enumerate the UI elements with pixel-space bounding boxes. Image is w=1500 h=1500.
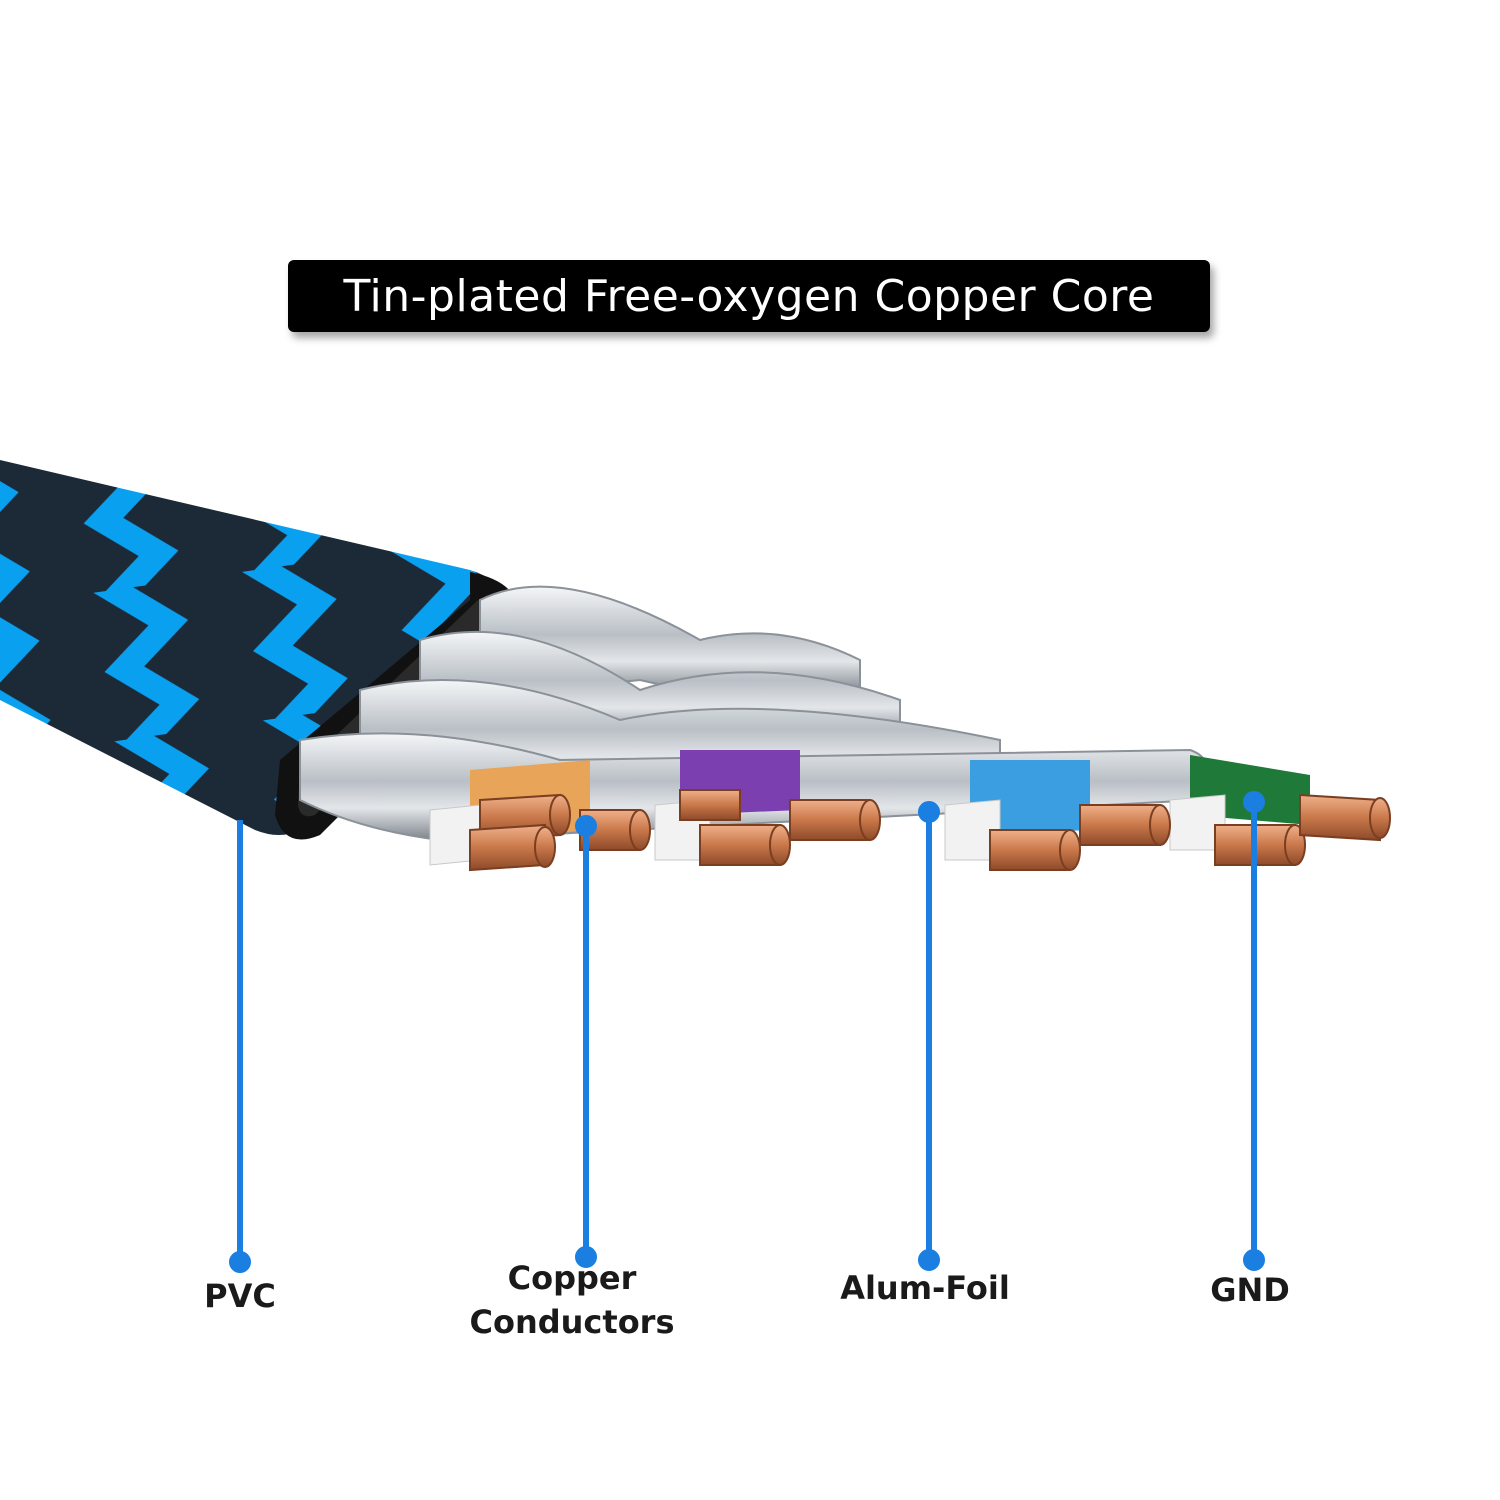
callout-dot-foil-top	[918, 801, 940, 823]
callout-dot-gnd	[1243, 1249, 1265, 1271]
copper-ends	[469, 789, 1391, 872]
conductor-wires	[429, 750, 1310, 866]
callout-label-gnd: GND	[1210, 1271, 1290, 1309]
title-text: Tin-plated Free-oxygen Copper Core	[343, 270, 1155, 322]
callout-dot-pvc	[229, 1251, 251, 1273]
callout-dot-foil	[918, 1249, 940, 1271]
callout-label-foil: Alum-Foil	[840, 1269, 1010, 1307]
callout-dot-copper-top	[575, 815, 597, 837]
callout-label-pvc: PVC	[204, 1277, 276, 1315]
callout-lines	[229, 791, 1265, 1273]
callout-dot-gnd-top	[1243, 791, 1265, 813]
title-banner: Tin-plated Free-oxygen Copper Core	[288, 260, 1210, 332]
callout-label-copper: Copper Conductors	[469, 1259, 675, 1341]
callout-dot-copper	[575, 1246, 597, 1268]
